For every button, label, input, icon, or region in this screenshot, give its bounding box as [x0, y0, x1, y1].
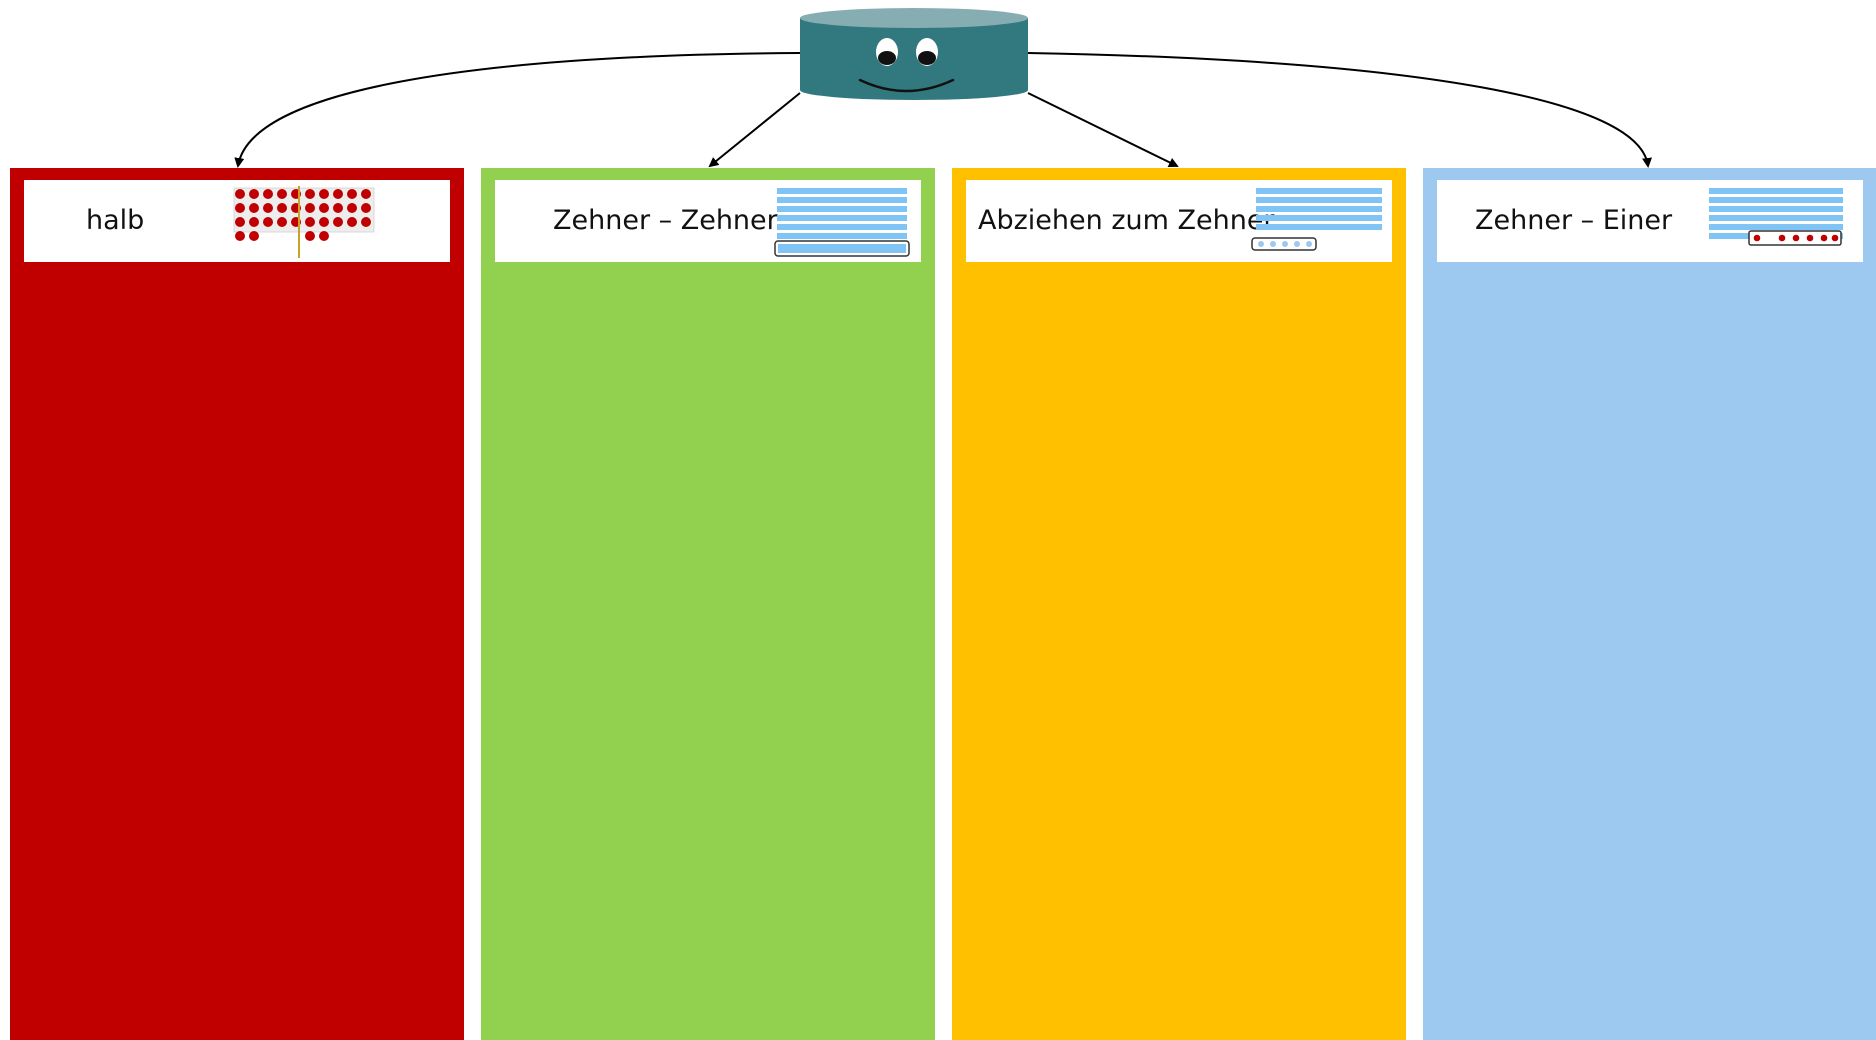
ten-strips-icon	[774, 188, 910, 257]
column-zehner-zehner: Zehner – Zehner	[481, 168, 935, 1040]
counter-dot	[333, 217, 343, 227]
counter-dot	[347, 189, 357, 199]
twenty-field-dots-icon	[233, 186, 375, 258]
mascot-left-pupil-icon	[878, 51, 896, 65]
arrow-to-red-column	[234, 52, 801, 168]
arrow-to-blue-column	[1027, 52, 1652, 168]
arrow-to-orange-column	[1027, 92, 1179, 167]
column-halb: halb	[10, 168, 464, 1040]
label-card: Zehner – Einer	[1437, 180, 1863, 262]
counter-dot	[277, 217, 287, 227]
counter-dot	[235, 231, 245, 241]
counter-dot	[361, 203, 371, 213]
counter-dot	[277, 189, 287, 199]
ten-strips-with-ones-icon	[1251, 188, 1382, 251]
mascot-top	[800, 8, 1028, 28]
mascot-body	[800, 18, 1028, 100]
counter-dot	[347, 203, 357, 213]
counter-dot	[263, 217, 273, 227]
label-card: halb	[24, 180, 450, 262]
counter-dot	[235, 203, 245, 213]
mascot-smile-icon	[858, 78, 955, 93]
counter-dot	[263, 203, 273, 213]
counter-dot	[333, 203, 343, 213]
ten-strips-with-red-ones-icon	[1709, 188, 1843, 246]
connector-arrows	[234, 52, 1652, 168]
counter-dot	[305, 189, 315, 199]
arrow-to-green-column	[708, 92, 801, 168]
counter-dot	[235, 189, 245, 199]
column-label: Zehner – Zehner	[553, 205, 778, 236]
column-zehner-einer: Zehner – Einer	[1423, 168, 1876, 1040]
mascot-right-pupil-icon	[918, 51, 936, 65]
label-card: Zehner – Zehner	[495, 180, 921, 262]
counter-dot	[361, 189, 371, 199]
column-label: Zehner – Einer	[1475, 205, 1673, 236]
counter-dot	[319, 231, 329, 241]
column-abziehen-zum-zehner: Abziehen zum Zehner	[952, 168, 1406, 1040]
column-label: Abziehen zum Zehner	[978, 205, 1275, 236]
counter-dot	[249, 203, 259, 213]
counter-dot	[333, 189, 343, 199]
mascot-icon	[800, 8, 1028, 100]
counter-dot	[319, 203, 329, 213]
counter-dot	[347, 217, 357, 227]
counter-dot	[235, 217, 245, 227]
counter-dot	[305, 231, 315, 241]
counter-dot	[249, 189, 259, 199]
counter-dot	[305, 217, 315, 227]
counter-dot	[305, 203, 315, 213]
counter-dot	[263, 189, 273, 199]
counter-dot	[277, 203, 287, 213]
counter-dot	[319, 189, 329, 199]
label-card: Abziehen zum Zehner	[966, 180, 1392, 262]
column-label: halb	[86, 205, 145, 236]
counter-dot	[249, 231, 259, 241]
counter-dot	[249, 217, 259, 227]
counter-dot	[319, 217, 329, 227]
counter-dot	[361, 217, 371, 227]
